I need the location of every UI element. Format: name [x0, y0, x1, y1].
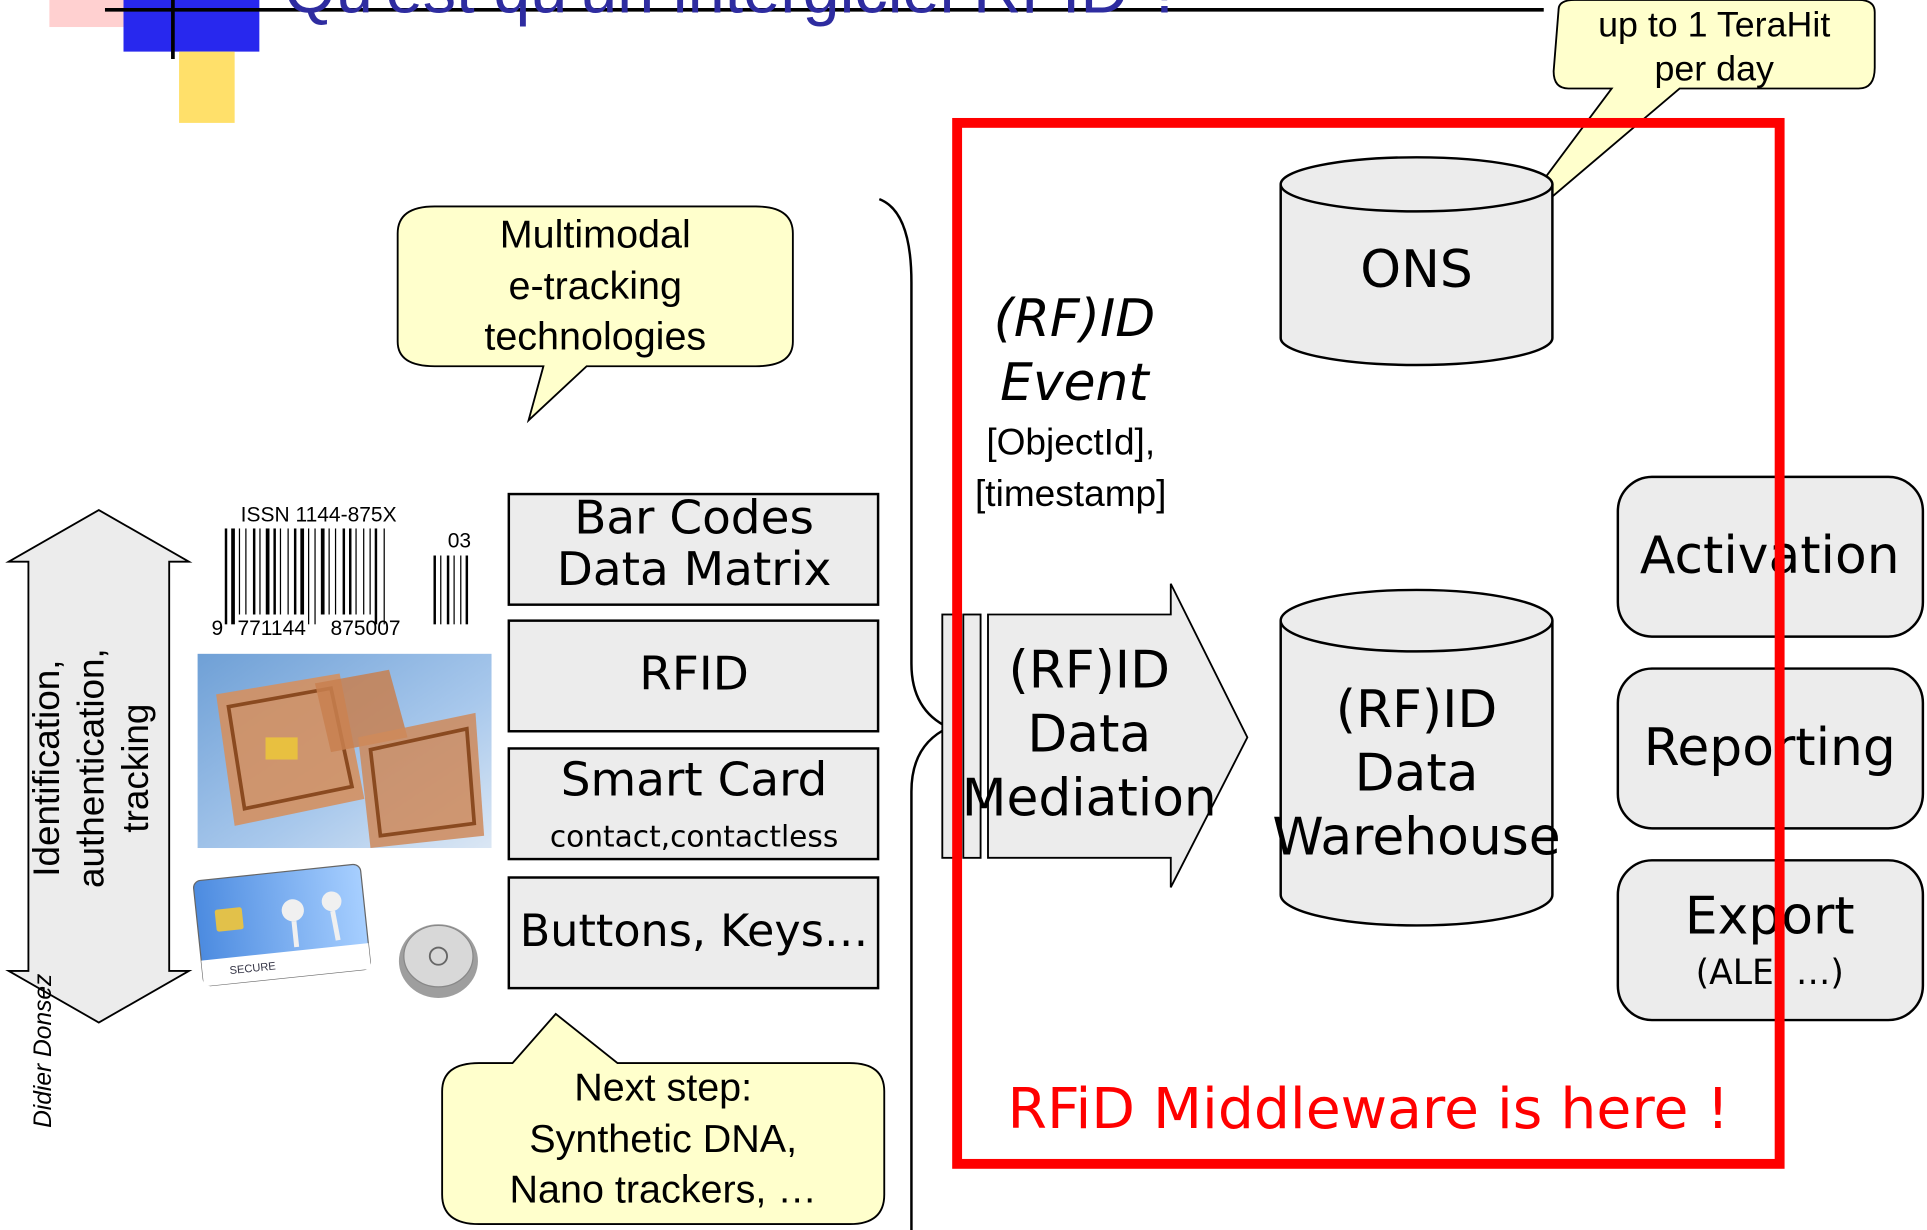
barcode-addon-bar	[433, 555, 436, 625]
barcode-bar	[293, 528, 297, 615]
barcode-bar	[328, 528, 330, 615]
barcode-bar	[252, 528, 256, 615]
barcode-bar	[224, 528, 228, 625]
barcode-image: ISSN 1144-875X 9 771144 875007 03	[212, 504, 472, 640]
barcode-addon-bars	[433, 555, 469, 625]
barcode-bar	[308, 528, 310, 625]
next-step-line-2: Synthetic DNA,	[529, 1117, 797, 1161]
smart-card-image: SECURE	[192, 863, 372, 987]
identification-line-2: authentication,	[71, 648, 112, 888]
event-line-1: (RF)ID	[994, 289, 1156, 349]
barcode-bar	[369, 528, 371, 615]
barcode-bar	[273, 528, 276, 615]
tech-box-rfid: RFID	[507, 619, 880, 733]
barcode-bar	[245, 528, 247, 615]
middleware-label: RFiD Middleware is here !	[1008, 1076, 1730, 1142]
services: Activation Reporting Export (ALE, …)	[1616, 475, 1925, 1022]
multimodal-line-1: Multimodal	[500, 213, 691, 257]
warehouse-line-1: (RF)ID	[1336, 680, 1498, 740]
service-activation-label: Activation	[1640, 526, 1900, 586]
tech-rfid-label: RFID	[639, 648, 749, 702]
service-reporting: Reporting	[1616, 667, 1925, 830]
service-reporting-label: Reporting	[1644, 718, 1896, 778]
barcode-bar	[231, 528, 235, 625]
rfid-tag-image	[197, 653, 492, 849]
barcode-bar	[342, 528, 346, 615]
warehouse-line-3: Warehouse	[1272, 808, 1560, 868]
tech-barcodes-line-2: Data Matrix	[557, 543, 832, 597]
event-line-2: Event	[1000, 353, 1150, 413]
event-label: (RF)ID Event [ObjectId], [timestamp]	[975, 289, 1166, 514]
barcode-bar	[374, 528, 378, 625]
terahit-line-1: up to 1 TeraHit	[1598, 5, 1830, 45]
tech-smartcard-line-1: Smart Card	[561, 753, 828, 807]
tech-smartcard-line-2: contact,contactless	[550, 820, 838, 854]
tech-box-buttons: Buttons, Keys…	[507, 876, 880, 990]
terahit-callout: up to 1 TeraHit per day	[1493, 0, 1876, 247]
barcode-bars	[224, 528, 385, 625]
tech-buttons-label: Buttons, Keys…	[520, 906, 869, 957]
next-step-callout: Next step: Synthetic DNA, Nano trackers,…	[441, 1012, 886, 1226]
warehouse-line-2: Data	[1355, 744, 1479, 804]
terahit-line-2: per day	[1654, 49, 1774, 89]
barcode-bar	[320, 528, 325, 615]
multimodal-line-2: e-tracking	[509, 264, 682, 308]
barcode-group-1: 771144	[237, 617, 306, 640]
ibutton-image	[398, 924, 478, 998]
barcode-bar	[334, 528, 337, 615]
technology-list: Bar Codes Data Matrix RFID Smart Card co…	[507, 492, 880, 990]
ons-label: ONS	[1360, 240, 1473, 300]
multimodal-callout: Multimodal e-tracking technologies	[396, 205, 794, 424]
mediation-arrow: (RF)ID Data Mediation	[941, 583, 1249, 888]
barcode-bar	[363, 528, 365, 615]
tech-box-smartcard: Smart Card contact,contactless	[507, 747, 880, 861]
event-field-2: [timestamp]	[975, 473, 1166, 514]
barcode-addon-bar	[465, 555, 469, 625]
tech-box-barcodes: Bar Codes Data Matrix	[507, 492, 880, 606]
barcode-addon: 03	[448, 530, 471, 553]
barcode-addon-bar	[446, 555, 450, 625]
barcode-bar	[349, 528, 352, 615]
barcode-bar	[287, 528, 289, 615]
barcode-bar	[314, 528, 316, 625]
event-field-1: [ObjectId],	[986, 422, 1155, 463]
barcode-bar	[259, 528, 261, 615]
middleware-frame	[952, 117, 1785, 1169]
identification-line-3: tracking	[115, 704, 156, 833]
barcode-bar	[265, 528, 270, 615]
barcode-group-2: 875007	[331, 617, 401, 640]
ons-database: ONS	[1279, 156, 1554, 367]
slide-title: Qu'est qu'un intergiciel RFID ?	[284, 0, 1184, 28]
service-export-sub: (ALE, …)	[1696, 953, 1844, 993]
barcode-issn: ISSN 1144-875X	[241, 504, 397, 527]
service-activation: Activation	[1616, 475, 1925, 638]
barcode-bar	[383, 528, 385, 625]
barcode-bar	[279, 528, 282, 615]
next-step-line-1: Next step:	[574, 1066, 752, 1110]
multimodal-line-3: technologies	[484, 315, 706, 359]
mediation-line-1: (RF)ID	[1008, 641, 1170, 701]
barcode-addon-bar	[460, 555, 462, 625]
service-export-label: Export	[1685, 886, 1855, 946]
author-credit: Didier Donsez	[30, 974, 57, 1128]
barcode-addon-bar	[440, 555, 442, 625]
barcode-bar	[300, 528, 305, 615]
tech-barcodes-line-1: Bar Codes	[574, 492, 814, 546]
barcode-lead-digit: 9	[212, 617, 224, 640]
identification-line-1: Identification,	[26, 660, 67, 877]
next-step-line-3: Nano trackers, …	[510, 1168, 817, 1212]
barcode-bar	[355, 528, 357, 615]
mediation-line-2: Data	[1027, 704, 1151, 764]
corner-decoration	[49, 0, 1544, 123]
smart-card-brand: SECURE	[229, 960, 276, 977]
barcode-addon-bar	[453, 555, 455, 625]
warehouse-database: (RF)ID Data Warehouse	[1272, 588, 1561, 927]
barcode-bar	[238, 528, 241, 615]
mediation-line-3: Mediation	[962, 768, 1217, 828]
service-export: Export (ALE, …)	[1616, 859, 1925, 1022]
identification-arrow: Identification, authentication, tracking	[5, 508, 193, 1024]
grouping-brace	[878, 197, 952, 1230]
